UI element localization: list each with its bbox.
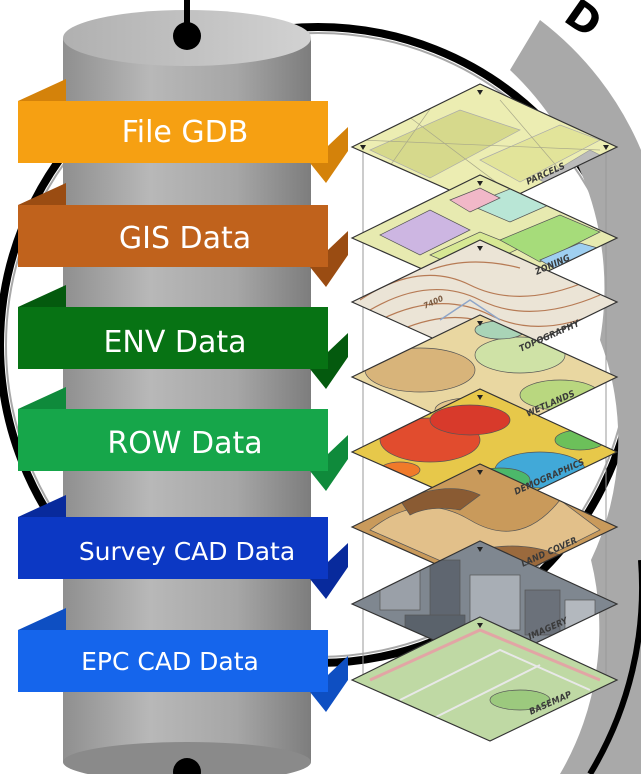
band-flap-2 — [18, 285, 66, 307]
map-stack — [350, 83, 619, 742]
label-env-data: ENV Data — [103, 325, 247, 360]
band-flap-0 — [18, 79, 66, 101]
band-tail-5 — [310, 656, 348, 712]
band-flap-3 — [18, 387, 66, 409]
band-tail-4 — [310, 543, 348, 599]
band-2 — [18, 307, 328, 369]
layer-basemap — [352, 617, 617, 741]
band-tail-0 — [310, 127, 348, 183]
band-1 — [18, 205, 328, 267]
category-bands — [18, 79, 348, 712]
band-0 — [18, 101, 328, 163]
band-flap-1 — [18, 183, 66, 205]
label-survey-cad-data: Survey CAD Data — [78, 537, 296, 566]
label-gis-data: GIS Data — [118, 221, 252, 256]
band-flap-5 — [18, 608, 66, 630]
band-tail-2 — [310, 333, 348, 389]
band-flap-4 — [18, 495, 66, 517]
circle-text: D — [556, 0, 610, 47]
label-file-gdb: File GDB — [121, 115, 249, 150]
label-epc-cad-data: EPC CAD Data — [81, 647, 259, 676]
band-tail-1 — [310, 231, 348, 287]
band-5 — [18, 630, 328, 692]
band-3 — [18, 409, 328, 471]
label-row-data: ROW Data — [107, 426, 263, 461]
band-4 — [18, 517, 328, 579]
band-tail-3 — [310, 435, 348, 491]
